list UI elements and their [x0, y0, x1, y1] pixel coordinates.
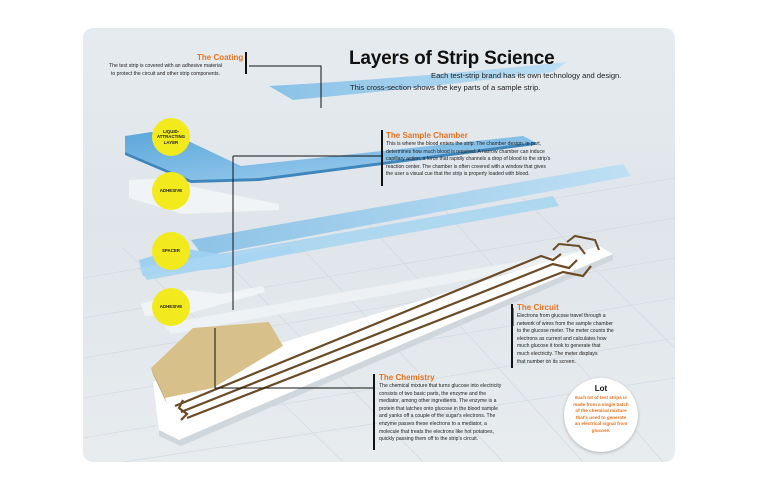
- circuit-bar: [511, 304, 513, 368]
- chemistry-line: protein that latches onto glucose in the…: [379, 405, 498, 412]
- chamber-line: reaction center. The chamber is often co…: [386, 163, 546, 170]
- label-adhesive-top: ADHESIVE: [152, 172, 190, 210]
- chamber-text: This is where the blood enters the strip…: [386, 141, 550, 179]
- chemistry-line: mediator, among other ingredients. The e…: [379, 398, 497, 405]
- page-title: Layers of Strip Science: [349, 48, 555, 69]
- coating-layer: [269, 62, 567, 100]
- circuit-line: Electrons from glucose travel through a: [517, 313, 606, 319]
- chamber-bar: [381, 130, 383, 186]
- chamber-line: capillary action, a force that rapidly c…: [386, 156, 551, 163]
- chemistry-line: quickly passing them off to the strip's …: [379, 436, 479, 443]
- coating-heading: The Coating: [197, 53, 244, 62]
- coating-bar: [245, 52, 247, 74]
- circuit-text: Electrons from glucose travel through a …: [517, 313, 614, 366]
- circuit-line: network of wires from the sample chamber: [517, 320, 613, 327]
- spacer-text: SPACER: [162, 248, 180, 254]
- coating-text-line: to protect the circuit and other strip c…: [111, 70, 221, 77]
- coating-text: The test strip is covered with an adhesi…: [109, 63, 222, 78]
- circuit-contacts: [552, 234, 600, 255]
- chamber-line: determines how much blood is required. A…: [386, 148, 545, 155]
- infographic-panel: Layers of Strip Science Each test-strip …: [83, 28, 675, 462]
- adhesive-top-text: ADHESIVE: [159, 188, 183, 194]
- connector-lines: [214, 65, 514, 389]
- chamber-line: This is where the blood enters the strip…: [386, 141, 542, 147]
- adhesive-bottom-text: ADHESIVE: [159, 304, 183, 310]
- chemistry-line: and yanks off a couple of the sugar's el…: [379, 413, 496, 420]
- chamber-heading: The Sample Chamber: [386, 131, 468, 140]
- lot-callout: Lot Each lot of test strips is made from…: [564, 378, 638, 452]
- adhesive-layer-top: [129, 178, 279, 214]
- label-spacer: SPACER: [152, 232, 190, 270]
- chamber-line: the user a visual cue that the strip is …: [386, 171, 530, 178]
- circuit-line: electrons as current and calculates how: [517, 335, 607, 342]
- strip-illustration: [83, 62, 675, 462]
- liquid-label-line: LAYER: [163, 139, 179, 145]
- label-liquid-attracting-layer: LIQUID- ATTRACTING LAYER: [152, 118, 190, 156]
- chemistry-line: enzyme passes these electrons to a media…: [379, 420, 487, 427]
- chemistry-line: molecule that treats the electrons like …: [379, 428, 494, 435]
- chemistry-text: The chemical mixture that turns glucose …: [379, 383, 501, 444]
- liquid-label-line: LIQUID-: [162, 129, 180, 135]
- chemistry-line: The chemical mixture that turns glucose …: [379, 383, 502, 389]
- chemistry-heading: The Chemistry: [379, 373, 435, 382]
- chemistry-bar: [373, 374, 375, 450]
- coating-text-line: The test strip is covered with an adhesi…: [109, 63, 222, 69]
- circuit-line: to the glucose meter. The meter counts t…: [517, 328, 614, 335]
- circuit-heading: The Circuit: [517, 303, 559, 312]
- circuit-line: much glucose it took to generate that: [517, 343, 601, 350]
- liquid-label-line: ATTRACTING: [156, 134, 186, 140]
- circuit-traces: [174, 253, 592, 421]
- spacer-arm: [139, 196, 559, 280]
- circuit-line: that number on its screen.: [517, 358, 576, 365]
- label-adhesive-bottom: ADHESIVE: [152, 288, 190, 326]
- liquid-attracting-layer: [125, 130, 535, 180]
- circuit-line: much electricity. The meter displays: [517, 350, 598, 357]
- chemistry-pad: [151, 322, 283, 398]
- lot-text: Each lot of test strips is made from a s…: [573, 395, 629, 433]
- lot-title: Lot: [594, 384, 608, 393]
- chemistry-line: consists of two basic parts, the enzyme …: [379, 390, 487, 397]
- sample-chamber-stripe: [191, 164, 631, 256]
- subtitle-line-1: Each test-strip brand has its own techno…: [431, 71, 622, 80]
- subtitle-line-2: This cross-section shows the key parts o…: [350, 83, 541, 92]
